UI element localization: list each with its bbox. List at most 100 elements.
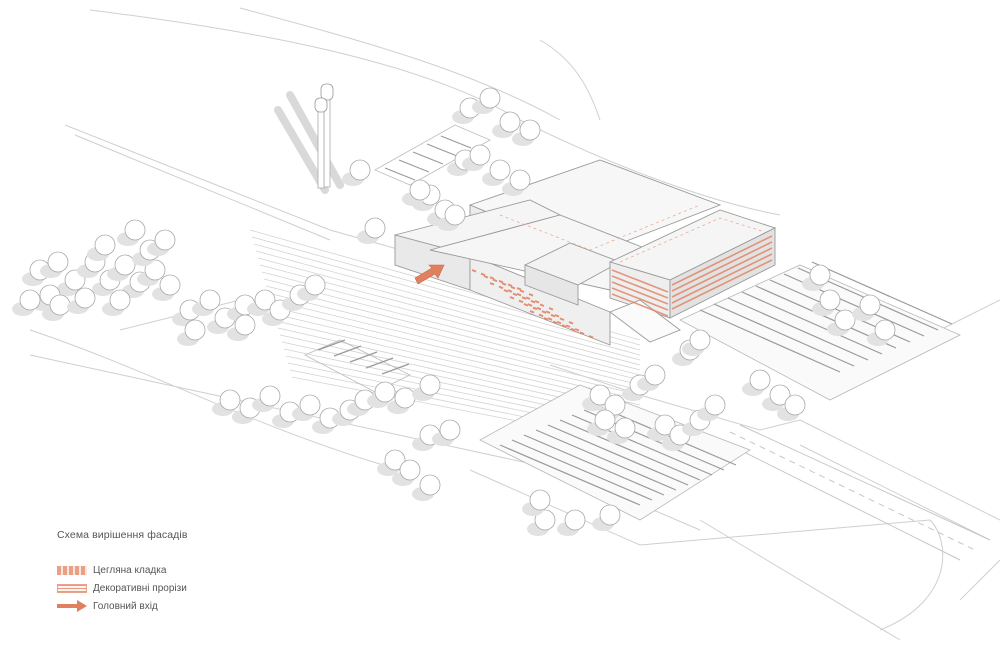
parking-row xyxy=(727,297,869,361)
tree xyxy=(259,385,281,407)
decorative-opening xyxy=(568,321,574,325)
decorative-opening xyxy=(483,275,489,279)
decorative-openings-icon xyxy=(57,583,87,593)
decorative-opening xyxy=(489,276,495,280)
decorative-opening xyxy=(561,324,567,328)
tree xyxy=(74,287,96,309)
tree xyxy=(809,264,831,286)
tree xyxy=(689,329,711,351)
parking-row xyxy=(398,159,430,173)
decorative-opening xyxy=(525,296,531,300)
tree xyxy=(254,289,276,311)
tree xyxy=(444,204,466,226)
tree xyxy=(644,364,666,386)
legend-item-decorative: Декоративні прорізи xyxy=(57,579,317,597)
decorative-opening xyxy=(521,296,527,300)
legend-title: Схема вирішення фасадів xyxy=(57,529,188,541)
decorative-opening xyxy=(498,285,504,290)
decorative-opening xyxy=(554,314,560,318)
decorative-opening xyxy=(534,300,540,304)
plaza-line xyxy=(257,257,641,361)
plaza-line xyxy=(265,285,641,381)
decorative-opening xyxy=(559,317,565,321)
legend-item-entrance: Головний вхід xyxy=(57,597,317,615)
main-building xyxy=(393,159,777,346)
tree xyxy=(199,289,221,311)
parking-row xyxy=(349,351,378,363)
parking-row xyxy=(365,357,394,369)
decorative-opening xyxy=(503,289,509,293)
decorative-opening xyxy=(518,299,524,304)
tree xyxy=(834,309,856,331)
tree xyxy=(509,169,531,191)
tree xyxy=(409,179,431,201)
decorative-opening xyxy=(516,287,522,291)
tree xyxy=(439,419,461,441)
decorative-opening xyxy=(498,279,504,284)
decorative-opening xyxy=(512,292,518,297)
road xyxy=(719,424,991,561)
legend-item-brick: Цегляна кладка xyxy=(57,561,317,579)
parking-row xyxy=(741,291,883,355)
tree xyxy=(769,384,791,406)
parking-row xyxy=(440,135,472,149)
decorative-opening xyxy=(579,331,585,335)
tree xyxy=(604,394,626,416)
decorative-opening xyxy=(501,282,507,286)
decorative-opening xyxy=(510,285,516,290)
decorative-opening xyxy=(489,282,495,286)
decorative-opening xyxy=(530,299,536,304)
parking-row xyxy=(713,303,855,367)
brick-hatch-icon xyxy=(57,565,87,575)
tree xyxy=(599,504,621,526)
decorative-opening xyxy=(574,328,580,332)
parking-row xyxy=(317,339,346,351)
tree xyxy=(109,289,131,311)
decorative-openings-facade xyxy=(471,269,594,339)
trees xyxy=(12,87,896,536)
parking-row xyxy=(384,167,416,181)
tree xyxy=(499,111,521,133)
decorative-opening xyxy=(538,313,544,318)
decorative-opening xyxy=(532,306,538,311)
tree xyxy=(154,229,176,251)
plaza-line xyxy=(263,278,641,376)
tree xyxy=(234,314,256,336)
decorative-opening xyxy=(528,293,534,297)
parking-south xyxy=(479,384,751,521)
plaza-striation xyxy=(249,229,641,446)
tree xyxy=(469,144,491,166)
decorative-opening xyxy=(550,313,556,318)
decorative-opening xyxy=(545,310,551,314)
legend-item-label: Декоративні прорізи xyxy=(93,582,187,594)
tree xyxy=(47,251,69,273)
legend-item-label: Головний вхід xyxy=(93,600,158,612)
decorative-opening xyxy=(529,310,535,314)
decorative-opening xyxy=(509,296,515,300)
tree xyxy=(784,394,806,416)
tree xyxy=(534,509,556,531)
decorative-opening xyxy=(527,303,533,307)
parking-row xyxy=(333,345,362,357)
decorative-opening xyxy=(547,317,553,321)
tree xyxy=(564,509,586,531)
decorative-opening xyxy=(539,303,545,307)
decorative-opening xyxy=(552,320,558,325)
tree xyxy=(349,159,371,181)
parking-west xyxy=(304,339,411,393)
plaza-line xyxy=(269,299,641,391)
main-entrance-arrow-mark xyxy=(414,264,445,285)
tree xyxy=(654,414,676,436)
tree xyxy=(374,381,396,403)
parking-row xyxy=(511,439,653,501)
tree xyxy=(419,374,441,396)
parking-row xyxy=(811,261,953,325)
parking-top xyxy=(374,124,491,186)
parking-row xyxy=(412,151,444,165)
tree xyxy=(874,319,896,341)
parking-row xyxy=(559,419,701,481)
facade-legend: Схема вирішення фасадів Цегляна кладка Д… xyxy=(57,529,317,615)
decorative-opening xyxy=(471,269,477,273)
